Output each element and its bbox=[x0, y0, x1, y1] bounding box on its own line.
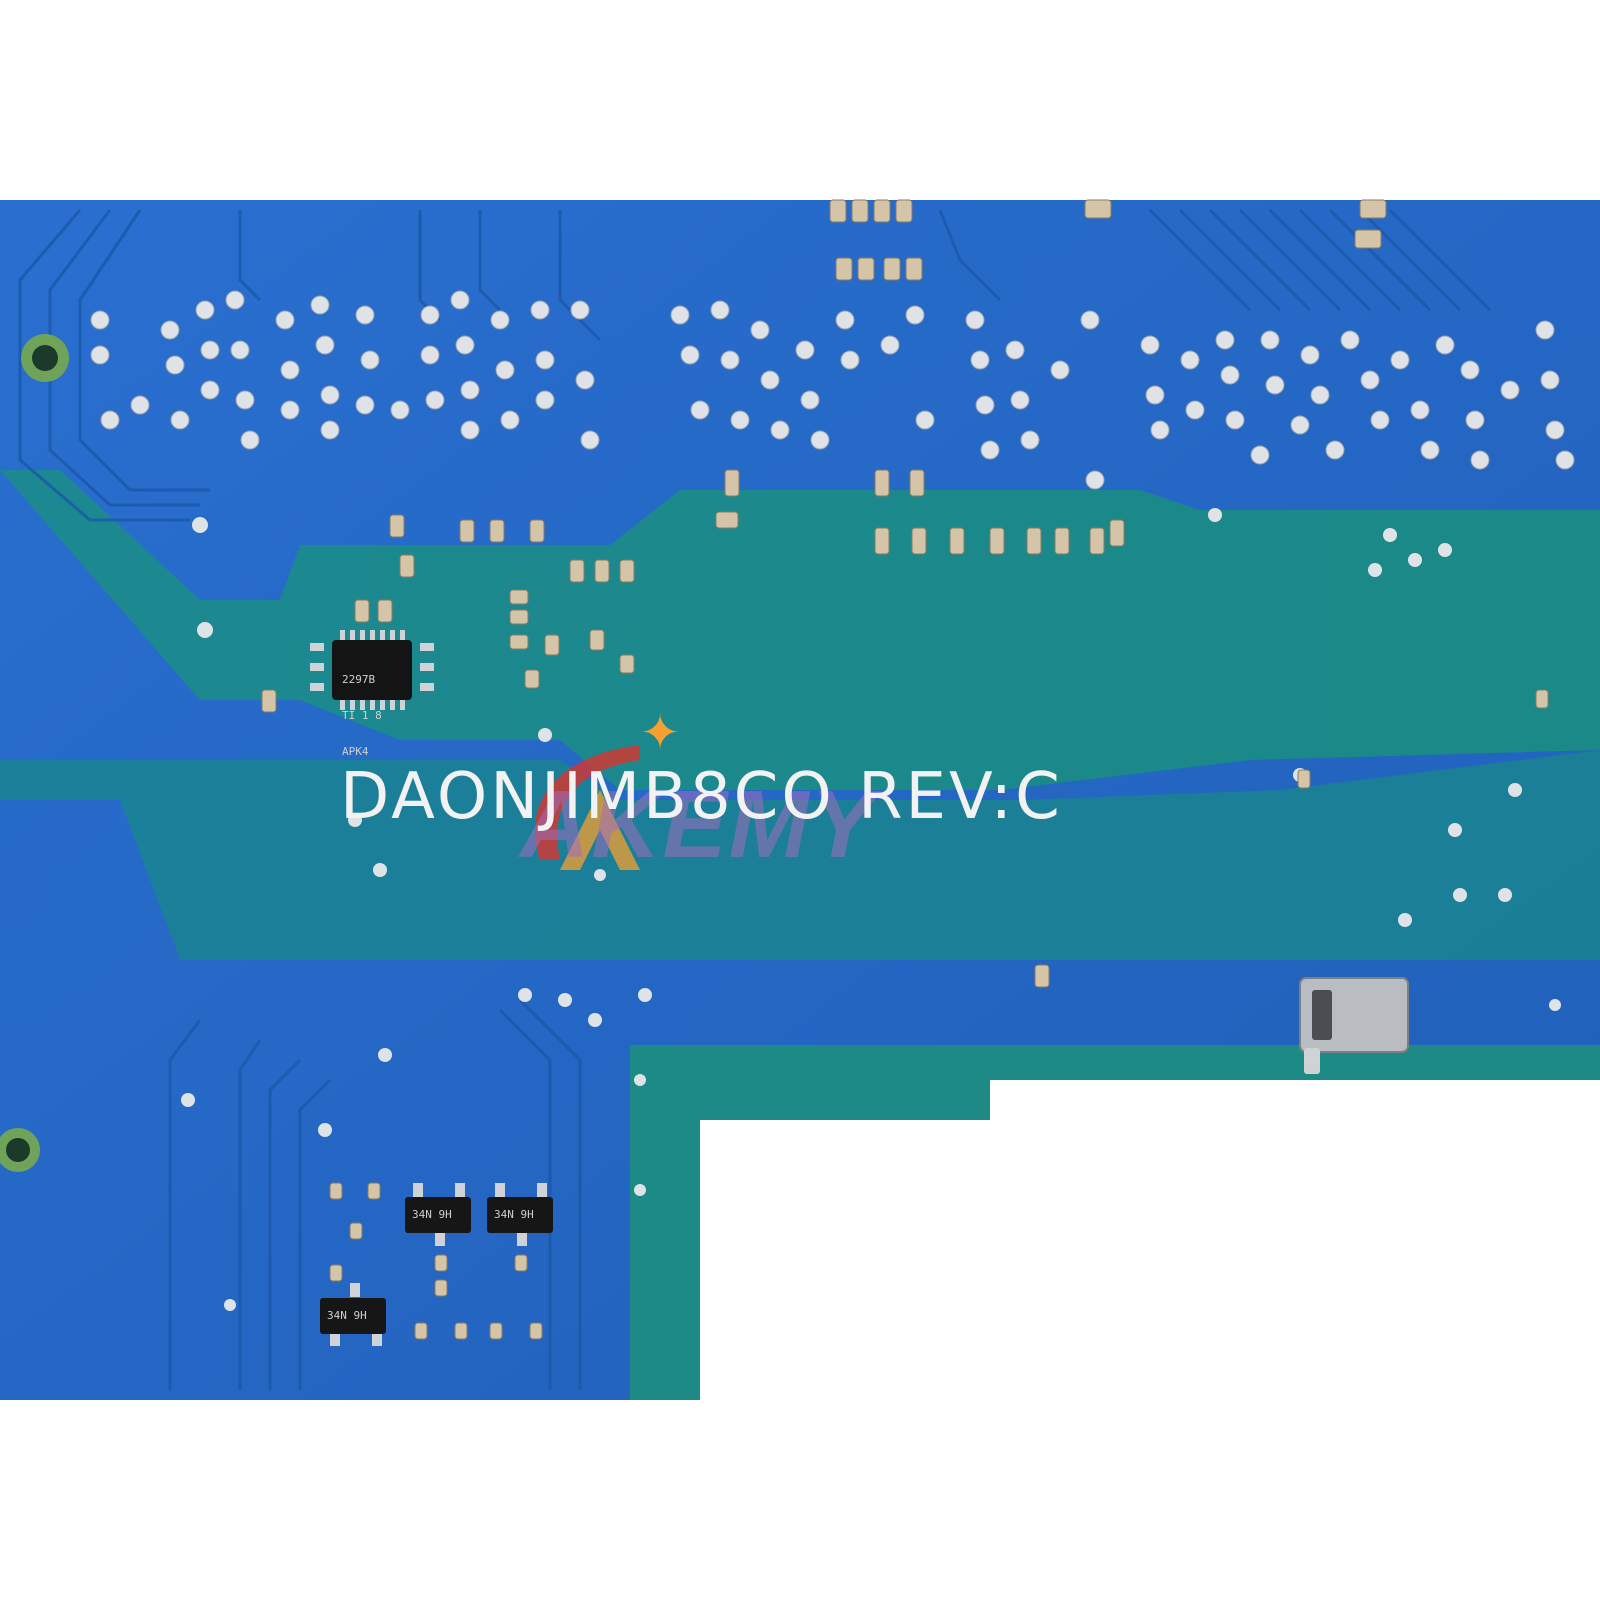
transistor-q1 bbox=[405, 1183, 471, 1246]
board-model-label: DAONJIMB8CO REV:C bbox=[340, 760, 1063, 834]
ic-marking-line-2: TI 1 8 bbox=[342, 709, 382, 722]
mounting-hole-bottom-left bbox=[0, 1128, 40, 1172]
pcb-traces bbox=[18, 208, 1492, 1390]
ic-marking: 2297B TI 1 8 APK4 bbox=[342, 650, 382, 782]
teal-plane-bottom bbox=[630, 1045, 1600, 1400]
watermark-text: AKEMY bbox=[520, 771, 877, 878]
solder-pad-array bbox=[90, 290, 1575, 490]
ic-marking-line-1: 2297B bbox=[342, 673, 376, 686]
metal-connector bbox=[1299, 977, 1409, 1074]
transistor-q3 bbox=[320, 1283, 386, 1346]
transistor-q2-marking: 34N 9H bbox=[494, 1208, 534, 1221]
ic-marking-line-3: APK4 bbox=[342, 745, 369, 758]
transistor-q3-marking: 34N 9H bbox=[327, 1309, 367, 1322]
watermark-star-icon: ✦ bbox=[640, 705, 681, 761]
mounting-hole-top-left bbox=[21, 334, 69, 382]
via-array bbox=[181, 508, 1561, 1311]
watermark-arc-orange-icon bbox=[560, 790, 640, 870]
transistor-q1-marking: 34N 9H bbox=[412, 1208, 452, 1221]
teal-plane-lower bbox=[0, 750, 1600, 960]
ic-chip-main bbox=[310, 630, 434, 710]
watermark-arc-icon bbox=[534, 745, 640, 860]
smd-capacitors bbox=[261, 199, 1549, 1340]
transistor-q2 bbox=[487, 1183, 553, 1246]
